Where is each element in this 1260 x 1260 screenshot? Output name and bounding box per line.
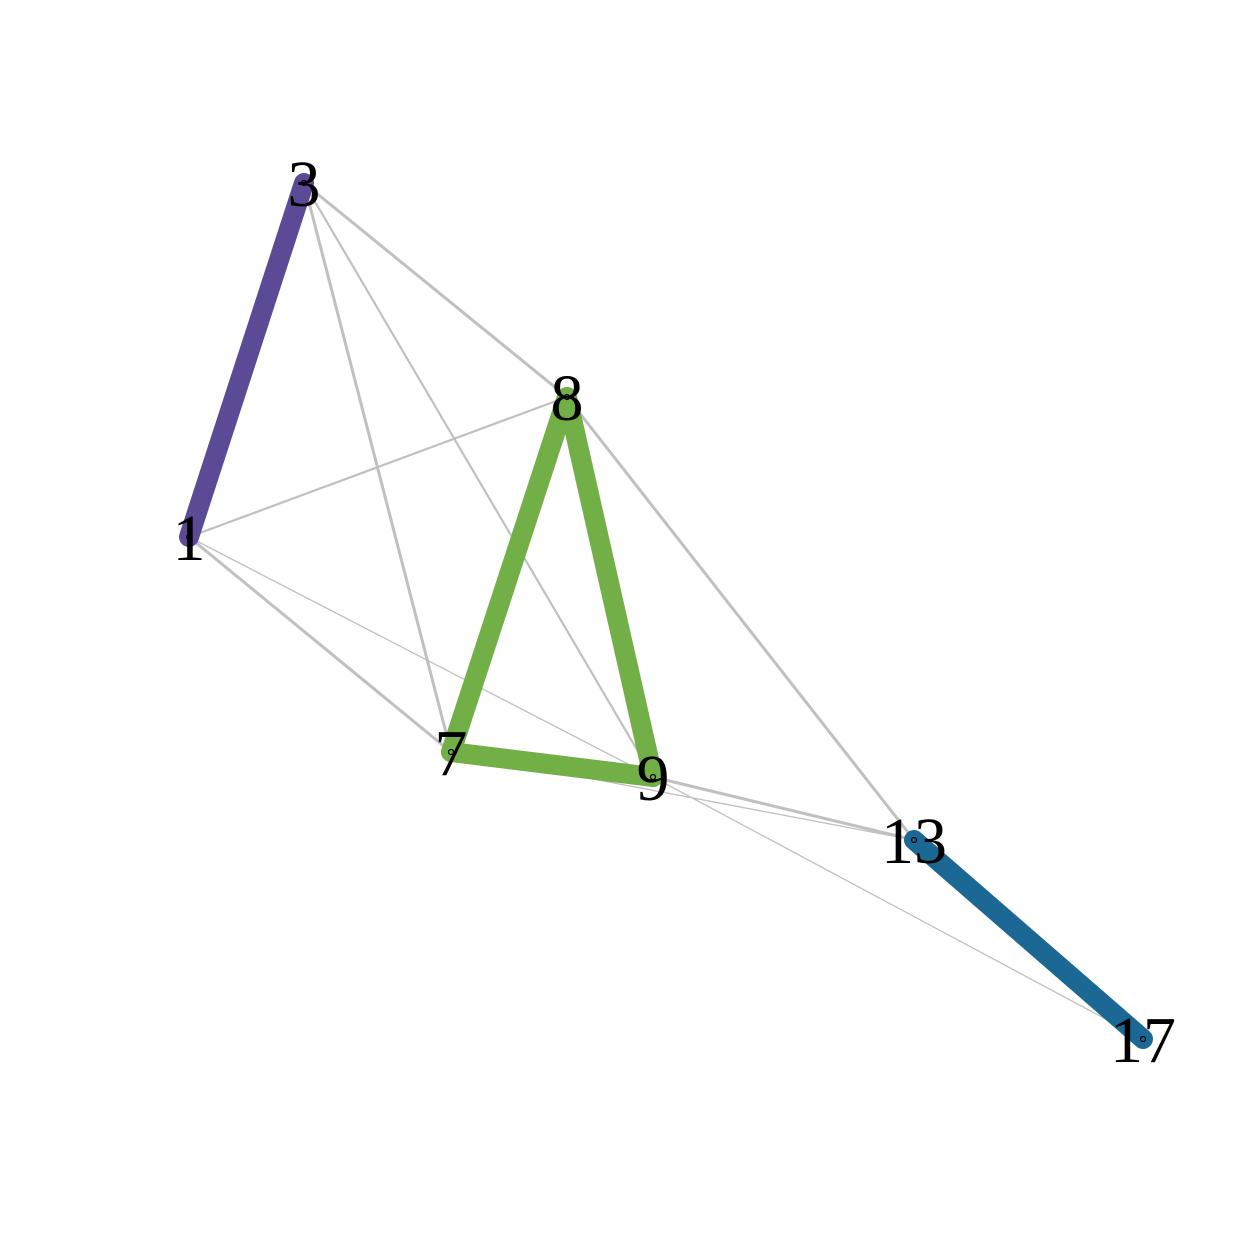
edge-8-13	[565, 395, 916, 842]
node-label: 17	[1110, 1004, 1176, 1077]
node-9[interactable]: 9	[637, 742, 670, 815]
node-marker	[1139, 1035, 1147, 1043]
node-label: 9	[637, 742, 670, 815]
node-1[interactable]: 1	[173, 502, 206, 575]
node-label: 7	[435, 717, 468, 790]
node-label: 3	[288, 148, 321, 221]
node-17[interactable]: 17	[1110, 1004, 1176, 1077]
node-8[interactable]: 8	[551, 362, 584, 435]
edge-7-9	[441, 742, 663, 787]
edges-layer	[179, 173, 1153, 1049]
node-marker	[185, 533, 193, 541]
node-label: 1	[173, 502, 206, 575]
node-marker	[447, 748, 455, 756]
edge-8-7	[441, 387, 577, 762]
node-marker	[649, 773, 657, 781]
edge-3-9	[302, 181, 655, 779]
edge-1-8	[187, 395, 569, 539]
edge-1-7	[187, 535, 453, 754]
edge-13-17	[904, 830, 1153, 1049]
node-marker	[300, 179, 308, 187]
node-marker	[563, 393, 571, 401]
edge-8-9	[557, 387, 663, 787]
node-label: 13	[881, 805, 947, 878]
node-7[interactable]: 7	[435, 717, 468, 790]
edge-1-3	[179, 173, 314, 547]
node-13[interactable]: 13	[881, 805, 947, 878]
edge-9-13	[651, 775, 916, 842]
node-3[interactable]: 3	[288, 148, 321, 221]
node-label: 8	[551, 362, 584, 435]
edge-1-9	[188, 536, 654, 778]
edge-9-17	[652, 776, 1144, 1040]
node-marker	[910, 836, 918, 844]
edge-3-8	[302, 181, 569, 399]
